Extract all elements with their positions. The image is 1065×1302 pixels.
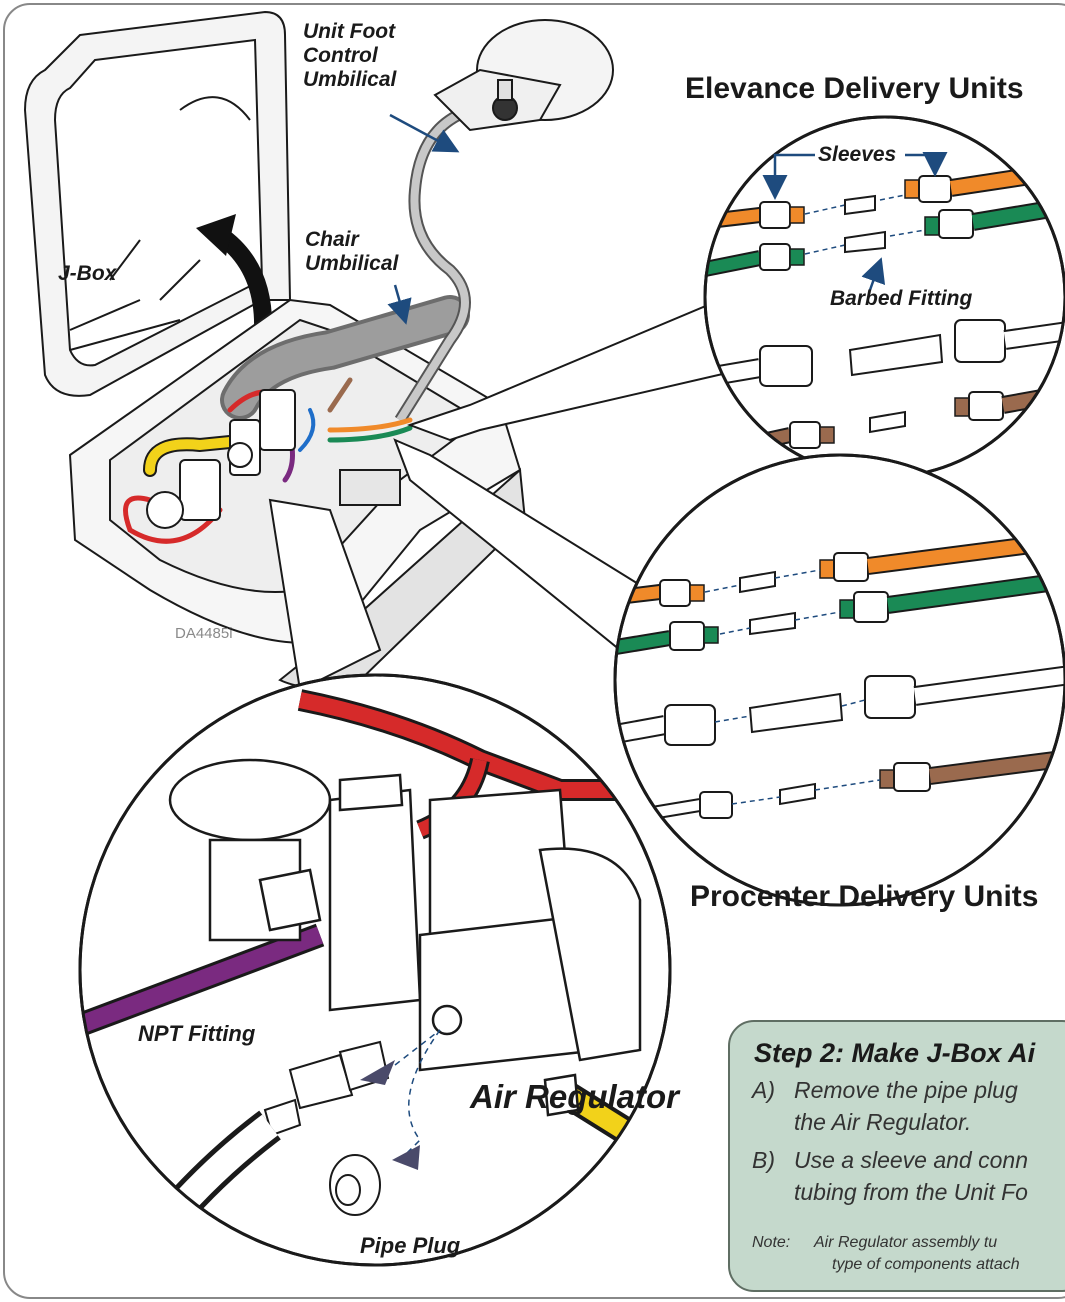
callout-wedge-bottom — [268, 498, 382, 692]
chair-umbilical-label: Chair Umbilical — [305, 228, 399, 275]
step-note: Note: Air Regulator assembly tu type of c… — [752, 1232, 1020, 1276]
step-item-tag: A) — [752, 1077, 775, 1103]
step-item-line: Use a sleeve and conn — [794, 1147, 1028, 1173]
unit-foot-umbilical-label: Unit Foot Control Umbilical — [303, 20, 397, 91]
step-title: Step 2: Make J-Box Ai — [754, 1038, 1036, 1068]
jbox-components — [146, 389, 401, 529]
sleeves-label: Sleeves — [818, 143, 897, 166]
note-tag: Note: — [752, 1234, 791, 1251]
pipe-plug-label: Pipe Plug — [360, 1233, 461, 1258]
foot-control — [433, 19, 614, 132]
barbed-fitting-label: Barbed Fitting — [830, 287, 973, 310]
procenter-circle — [613, 453, 1065, 907]
step-item-line: Remove the pipe plug — [794, 1077, 1018, 1103]
callout-arrows — [387, 113, 948, 325]
pipe-plug — [329, 1154, 381, 1216]
step-item-b: B) Use a sleeve and conn tubing from the … — [752, 1144, 1028, 1208]
drawing-code-text: DA4485i — [175, 625, 233, 642]
step-item-line: the Air Regulator. — [794, 1109, 972, 1135]
jbox-label: J-Box — [58, 262, 117, 285]
procenter-heading: Procenter Delivery Units — [690, 880, 1039, 913]
note-line: Air Regulator assembly tu — [814, 1234, 998, 1251]
npt-fitting-label: NPT Fitting — [138, 1021, 256, 1046]
step-item-line: tubing from the Unit Fo — [794, 1179, 1028, 1205]
air-regulator-circle — [78, 673, 672, 1267]
step-item-tag: B) — [752, 1147, 775, 1173]
npt-fitting — [263, 1040, 390, 1137]
air-regulator-label: Air Regulator — [470, 1078, 680, 1115]
step-item-a: A) Remove the pipe plug the Air Regulator… — [752, 1074, 1018, 1138]
note-line: type of components attach — [832, 1256, 1020, 1273]
page-frame — [3, 3, 1065, 1299]
elevance-heading: Elevance Delivery Units — [685, 72, 1024, 105]
step-instructions-panel: Step 2: Make J-Box Ai A) Remove the pipe … — [728, 1020, 1065, 1292]
jbox-lid — [23, 10, 292, 397]
jbox-internals — [123, 377, 413, 544]
